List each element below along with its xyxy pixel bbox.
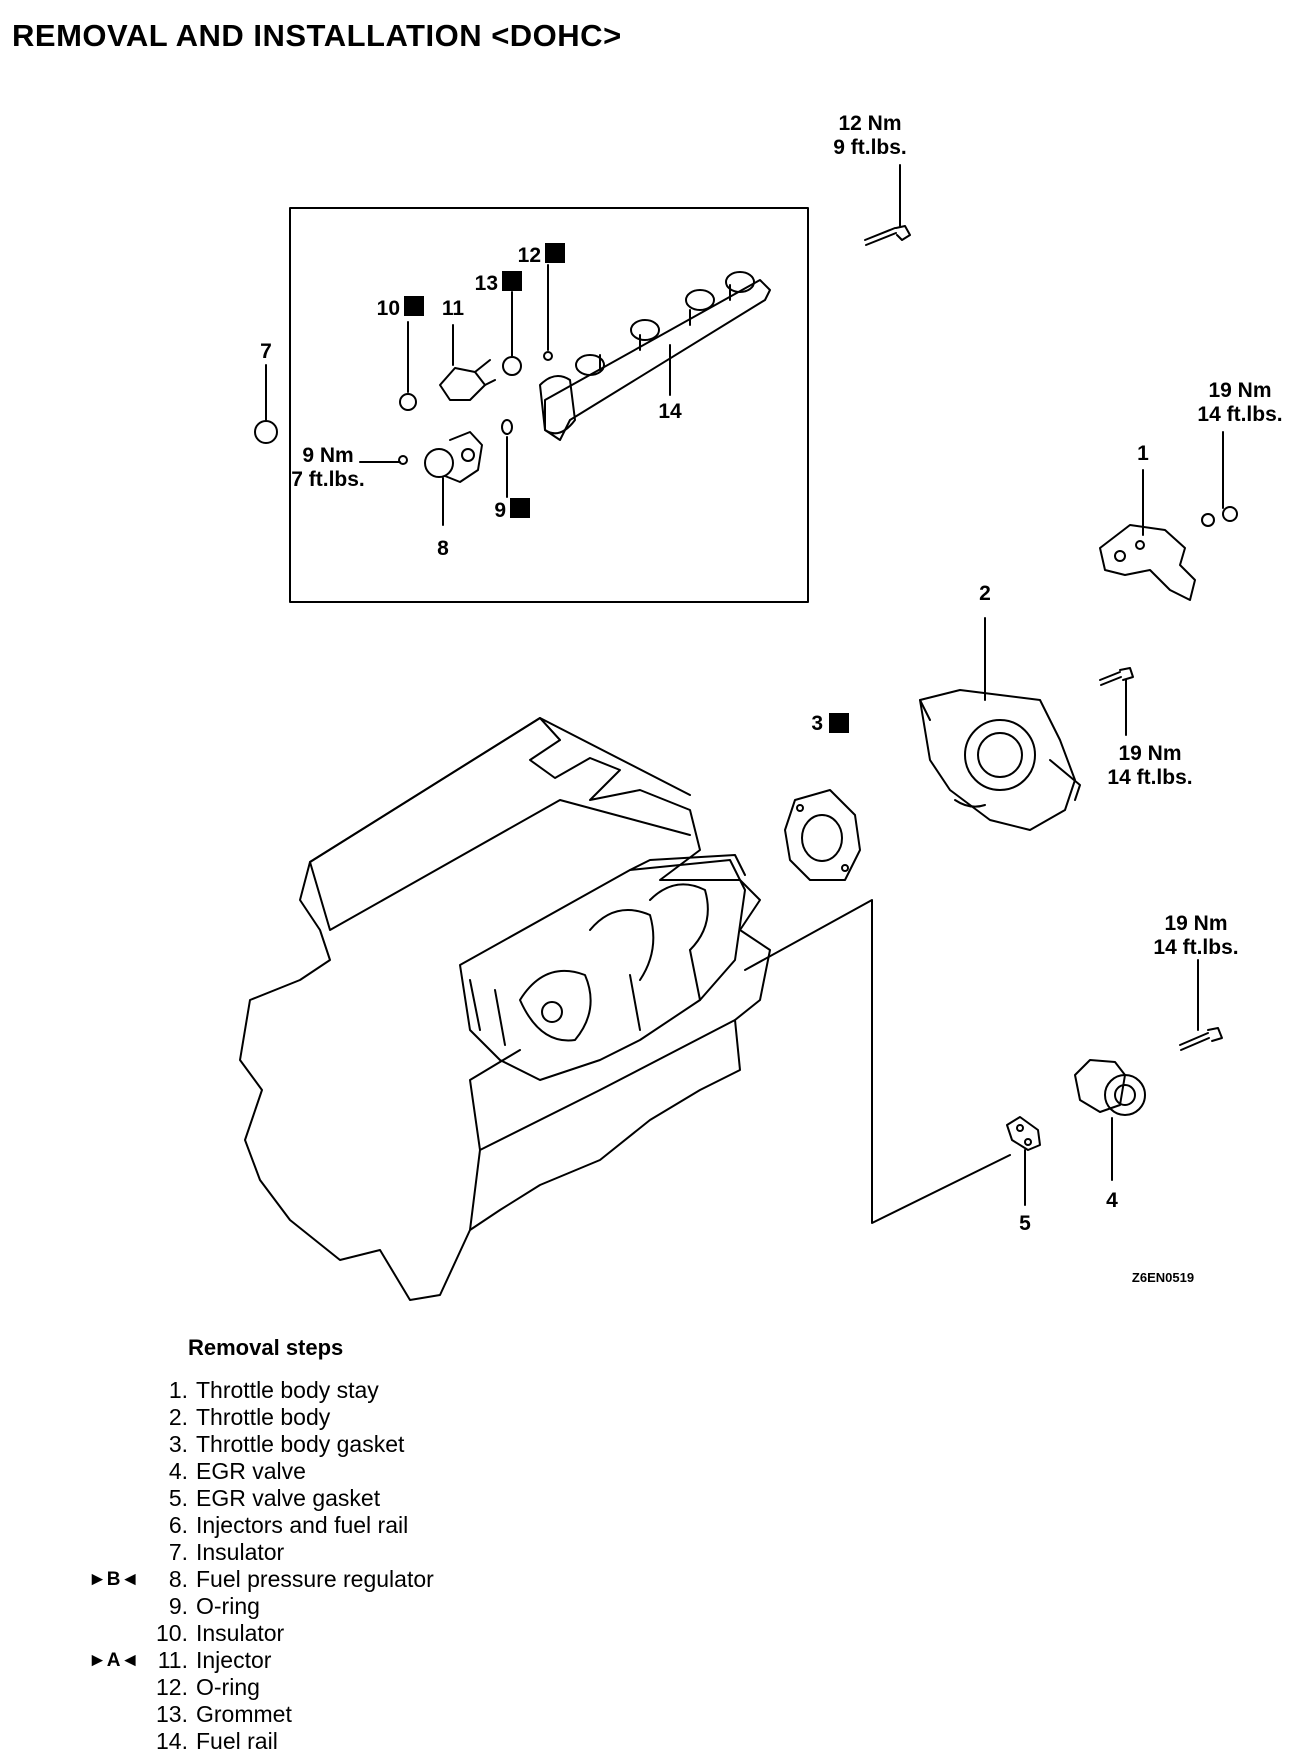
o-ring-9 bbox=[501, 419, 513, 435]
step-label: EGR valve gasket bbox=[196, 1485, 381, 1511]
step-label: EGR valve bbox=[196, 1458, 306, 1484]
torque-top-ftlbs: 9 ft.lbs. bbox=[833, 136, 907, 159]
callout-12: 12 bbox=[518, 244, 541, 267]
top-bolt bbox=[864, 225, 911, 246]
step-label: Injectors and fuel rail bbox=[196, 1512, 409, 1538]
callout-1: 1 bbox=[1137, 442, 1149, 465]
egr-passage-line bbox=[744, 899, 1011, 1224]
torque-stay-ftlbs: 14 ft.lbs. bbox=[1197, 403, 1282, 426]
callout-5: 5 bbox=[1019, 1212, 1031, 1235]
callout-3: 3 bbox=[811, 712, 823, 735]
throttle-body bbox=[919, 689, 1081, 831]
egr-valve bbox=[1074, 1059, 1146, 1116]
step-number: 8. bbox=[168, 1566, 188, 1592]
step-marker: ►B◄ bbox=[88, 1569, 140, 1590]
callout-14: 14 bbox=[658, 400, 682, 423]
throttle-body-bolt bbox=[1099, 667, 1134, 686]
step-number: 4. bbox=[168, 1458, 188, 1484]
engine-block-outline bbox=[239, 717, 771, 1301]
step-label: Injector bbox=[196, 1647, 272, 1673]
torque-regulator-nm: 9 Nm bbox=[302, 444, 353, 467]
step-marker: ►A◄ bbox=[88, 1650, 140, 1671]
regulator-bolt bbox=[359, 455, 408, 465]
figure-code: Z6EN0519 bbox=[1132, 1270, 1194, 1285]
page-title: REMOVAL AND INSTALLATION <DOHC> bbox=[12, 18, 622, 53]
fuel-pressure-regulator bbox=[424, 431, 483, 483]
step-number: 1. bbox=[168, 1377, 188, 1403]
step-number: 14. bbox=[156, 1728, 188, 1754]
step-number: 12. bbox=[156, 1674, 188, 1700]
n-mark-9: N bbox=[515, 501, 526, 518]
callout-4: 4 bbox=[1106, 1189, 1118, 1212]
callout-11: 11 bbox=[442, 297, 465, 320]
step-number: 3. bbox=[168, 1431, 188, 1457]
removal-steps-title: Removal steps bbox=[188, 1335, 344, 1360]
cylinder-head-outline bbox=[309, 717, 691, 931]
torque-body-nm: 19 Nm bbox=[1118, 742, 1181, 765]
step-label: Throttle body gasket bbox=[196, 1431, 405, 1457]
step-label: Throttle body stay bbox=[196, 1377, 379, 1403]
throttle-body-gasket bbox=[784, 789, 861, 881]
torque-egr-nm: 19 Nm bbox=[1164, 912, 1227, 935]
step-label: Throttle body bbox=[196, 1404, 331, 1430]
new-part-marks: N N N N N bbox=[404, 243, 849, 733]
step-number: 5. bbox=[168, 1485, 188, 1511]
insulator-7 bbox=[254, 420, 278, 444]
step-label: Grommet bbox=[196, 1701, 292, 1727]
step-label: Insulator bbox=[196, 1539, 285, 1565]
injector bbox=[439, 359, 496, 401]
o-ring-12 bbox=[543, 351, 553, 361]
torque-top-nm: 12 Nm bbox=[838, 112, 901, 135]
torque-egr-ftlbs: 14 ft.lbs. bbox=[1153, 936, 1238, 959]
step-number: 9. bbox=[168, 1593, 188, 1619]
step-number: 6. bbox=[168, 1512, 188, 1538]
callout-7: 7 bbox=[260, 340, 272, 363]
step-label: Fuel pressure regulator bbox=[196, 1566, 434, 1592]
exploded-diagram: N N N N N 1 2 3 4 5 7 8 9 10 11 12 13 14… bbox=[239, 112, 1283, 1301]
callout-9: 9 bbox=[494, 499, 506, 522]
step-label: Insulator bbox=[196, 1620, 285, 1646]
stay-nuts bbox=[1201, 506, 1238, 527]
step-label: O-ring bbox=[196, 1593, 260, 1619]
callout-10: 10 bbox=[377, 297, 400, 320]
intake-manifold bbox=[459, 854, 746, 1081]
callout-8: 8 bbox=[437, 537, 449, 560]
fuel-system-inset-box bbox=[289, 207, 809, 603]
engine-block-side bbox=[469, 1019, 736, 1231]
step-number: 7. bbox=[168, 1539, 188, 1565]
torque-body-ftlbs: 14 ft.lbs. bbox=[1107, 766, 1192, 789]
step-number: 10. bbox=[156, 1620, 188, 1646]
step-number: 11. bbox=[157, 1647, 188, 1673]
throttle-body-stay bbox=[1099, 524, 1196, 601]
fuel-rail bbox=[539, 271, 771, 441]
torque-regulator-ftlbs: 7 ft.lbs. bbox=[291, 468, 365, 491]
n-mark-10: N bbox=[409, 299, 420, 316]
n-mark-13: N bbox=[507, 274, 518, 291]
egr-bolt bbox=[1179, 1027, 1223, 1051]
egr-valve-gasket bbox=[1006, 1116, 1041, 1151]
n-mark-12: N bbox=[550, 246, 561, 263]
n-mark-3: N bbox=[834, 716, 845, 733]
step-label: Fuel rail bbox=[196, 1728, 278, 1754]
step-number: 2. bbox=[168, 1404, 188, 1430]
step-number: 13. bbox=[156, 1701, 188, 1727]
callout-2: 2 bbox=[979, 582, 991, 605]
callout-13: 13 bbox=[475, 272, 498, 295]
step-label: O-ring bbox=[196, 1674, 260, 1700]
grommet bbox=[502, 356, 522, 376]
insulator-10 bbox=[399, 393, 417, 411]
torque-stay-nm: 19 Nm bbox=[1208, 379, 1271, 402]
